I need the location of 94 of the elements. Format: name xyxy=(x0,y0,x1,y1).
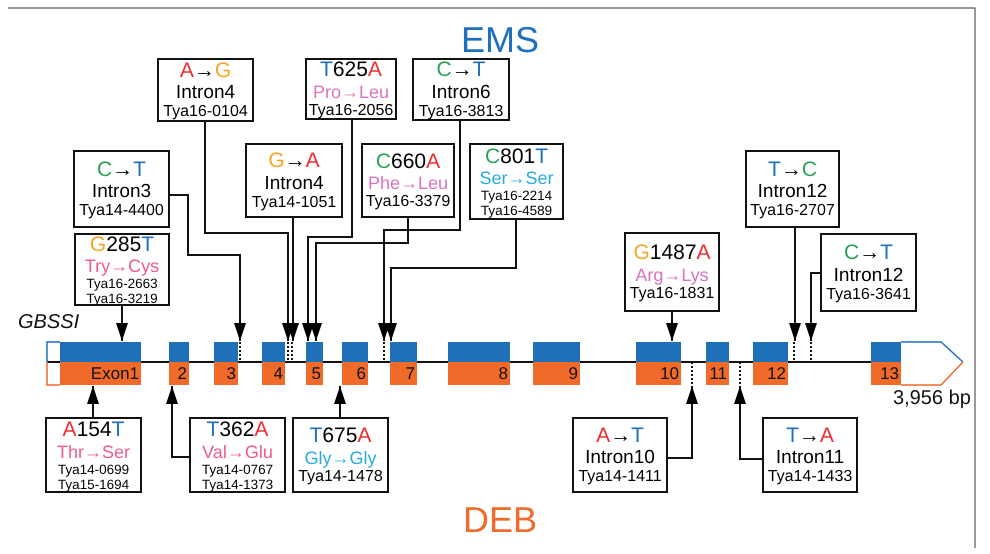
region-label: Intron11 xyxy=(776,447,844,468)
callout-box xyxy=(74,233,170,306)
mutation-label: T→C xyxy=(768,158,817,182)
line-id-label: Tya16-0104 xyxy=(163,103,248,122)
leader-arrow xyxy=(87,386,99,417)
amino-acid-change-label: Pro→Leu xyxy=(312,82,390,102)
region-label: Intron10 xyxy=(585,447,655,468)
mutation-label: C660A xyxy=(376,150,440,174)
line-id-label: Tya14-1478 xyxy=(298,468,383,486)
amino-acid-change-label: Val→Glu xyxy=(202,442,273,462)
line-id-label: Tya14-1051 xyxy=(252,194,336,212)
leader-arrow xyxy=(170,194,246,341)
line-id-label: Tya16-2663 xyxy=(86,276,158,292)
callout-box xyxy=(762,417,858,493)
line-id-label: Tya16-3219 xyxy=(86,291,158,306)
region-label: Intron3 xyxy=(92,181,152,202)
callout-box xyxy=(361,143,455,218)
mutation-label: A→T xyxy=(596,424,644,448)
intron-site-mark xyxy=(739,362,741,385)
amino-acid-change-label: Thr→Ser xyxy=(56,442,130,462)
mutation-label: T→A xyxy=(786,424,834,448)
mutation-label: G→A xyxy=(268,149,320,173)
line-id-label: Tya16-3379 xyxy=(366,193,450,212)
intron-site-mark xyxy=(287,342,289,362)
process-label: DEB xyxy=(463,499,538,541)
line-id-label: Tya14-1433 xyxy=(768,468,852,486)
line-id-label: Tya14-4400 xyxy=(79,202,164,220)
leader-arrow xyxy=(385,220,517,341)
mutation-label: C→T xyxy=(844,241,893,265)
gene-name-label: GBSSI xyxy=(18,310,80,334)
mutation-label: C→T xyxy=(436,58,486,82)
length-label: 3,956 bp xyxy=(893,386,971,410)
leader-arrow xyxy=(302,120,353,341)
callout-box xyxy=(245,143,343,218)
amino-acid-change-label: Phe→Leu xyxy=(368,173,448,194)
region-label: Intron4 xyxy=(264,172,324,194)
mutation-label: C801T xyxy=(484,144,548,168)
mutation-label: G1487A xyxy=(633,241,711,265)
mutation-label: A154T xyxy=(62,418,124,442)
amino-acid-change-label: Ser→Ser xyxy=(479,168,554,188)
callout-box xyxy=(305,58,397,120)
callout-box xyxy=(157,58,254,122)
region-label: Intron4 xyxy=(176,82,236,104)
intron-site-mark xyxy=(291,342,293,362)
callout-box xyxy=(624,232,720,312)
callout-box xyxy=(820,233,917,312)
callout-box xyxy=(745,150,840,228)
callout-box xyxy=(412,58,510,121)
intron-site-mark xyxy=(239,342,241,362)
callout-box xyxy=(292,417,389,493)
process-label: EMS xyxy=(461,19,540,61)
region-label: Intron6 xyxy=(431,82,491,103)
line-id-label: Tya16-3813 xyxy=(418,102,504,121)
intron-site-mark xyxy=(383,342,385,362)
mutation-label: T362A xyxy=(206,418,268,442)
region-label: Intron12 xyxy=(834,264,904,286)
line-id-label: Tya15-1694 xyxy=(58,476,130,492)
leader-arrow xyxy=(378,121,461,341)
amino-acid-change-label: Arg→Lys xyxy=(635,264,709,285)
line-id-label: Tya14-0699 xyxy=(58,462,130,477)
leader-arrow xyxy=(116,306,128,341)
amino-acid-change-label: Try→Cys xyxy=(84,256,160,276)
intron-site-mark xyxy=(691,362,693,385)
mutation-label: G285T xyxy=(90,232,154,256)
leader-arrow xyxy=(310,218,409,341)
line-id-label: Tya16-2214 xyxy=(480,188,552,204)
callout-box xyxy=(73,150,170,228)
region-label: Intron12 xyxy=(758,181,828,202)
mutation-label: C→T xyxy=(97,158,146,182)
line-id-label: Tya14-1373 xyxy=(202,476,274,492)
intron-site-mark xyxy=(810,342,812,362)
line-id-label: Tya16-2056 xyxy=(308,102,394,120)
leader-arrow xyxy=(334,386,346,417)
leader-arrow xyxy=(166,386,189,458)
callout-box xyxy=(572,417,668,493)
line-id-label: Tya14-0767 xyxy=(202,462,274,477)
line-id-label: Tya16-1831 xyxy=(630,284,714,303)
line-id-label: Tya16-2707 xyxy=(750,202,835,220)
mutation-label: T625A xyxy=(320,58,382,82)
leader-arrow xyxy=(805,272,820,341)
leader-arrow xyxy=(668,386,698,459)
line-id-label: Tya16-3641 xyxy=(826,286,911,304)
line-id-label: Tya16-4589 xyxy=(480,203,552,218)
mutation-label: T675A xyxy=(310,424,372,448)
leader-arrow xyxy=(734,386,762,460)
leader-arrow xyxy=(666,312,678,341)
callout-box xyxy=(189,417,286,493)
amino-acid-change-label: Gly→Gly xyxy=(304,448,376,468)
callout-box xyxy=(469,143,564,220)
callout-box xyxy=(45,417,142,493)
line-id-label: Tya14-1411 xyxy=(578,468,662,486)
leader-arrow xyxy=(789,228,801,341)
intron-site-mark xyxy=(793,342,795,362)
mutation-label: A→G xyxy=(180,58,232,82)
